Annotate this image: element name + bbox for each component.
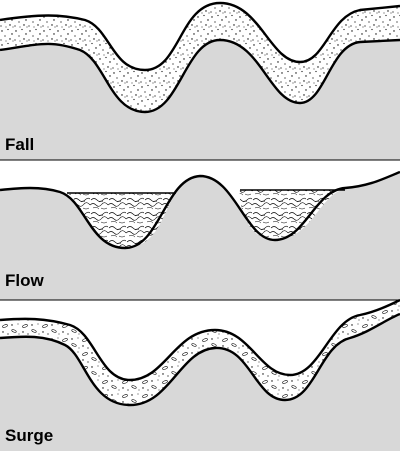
- fall-deposit: [0, 3, 400, 112]
- surge-ground-surface: [0, 312, 400, 407]
- surge-deposit-top: [0, 298, 400, 382]
- fall-ground: [0, 40, 400, 160]
- fall-ground-surface: [0, 38, 400, 114]
- flow-deposit-right: [239, 190, 342, 240]
- fall-deposit-top: [0, 1, 400, 72]
- panel-surge: Surge: [0, 298, 400, 451]
- flow-ground: [0, 172, 400, 300]
- panel-label-fall: Fall: [5, 135, 34, 154]
- surge-ground: [0, 314, 400, 451]
- panel-flow: Flow: [0, 170, 400, 300]
- flow-ground-surface: [0, 170, 400, 250]
- panel-label-flow: Flow: [5, 271, 44, 290]
- panel-label-surge: Surge: [5, 426, 53, 445]
- panel-fall: Fall: [0, 1, 400, 160]
